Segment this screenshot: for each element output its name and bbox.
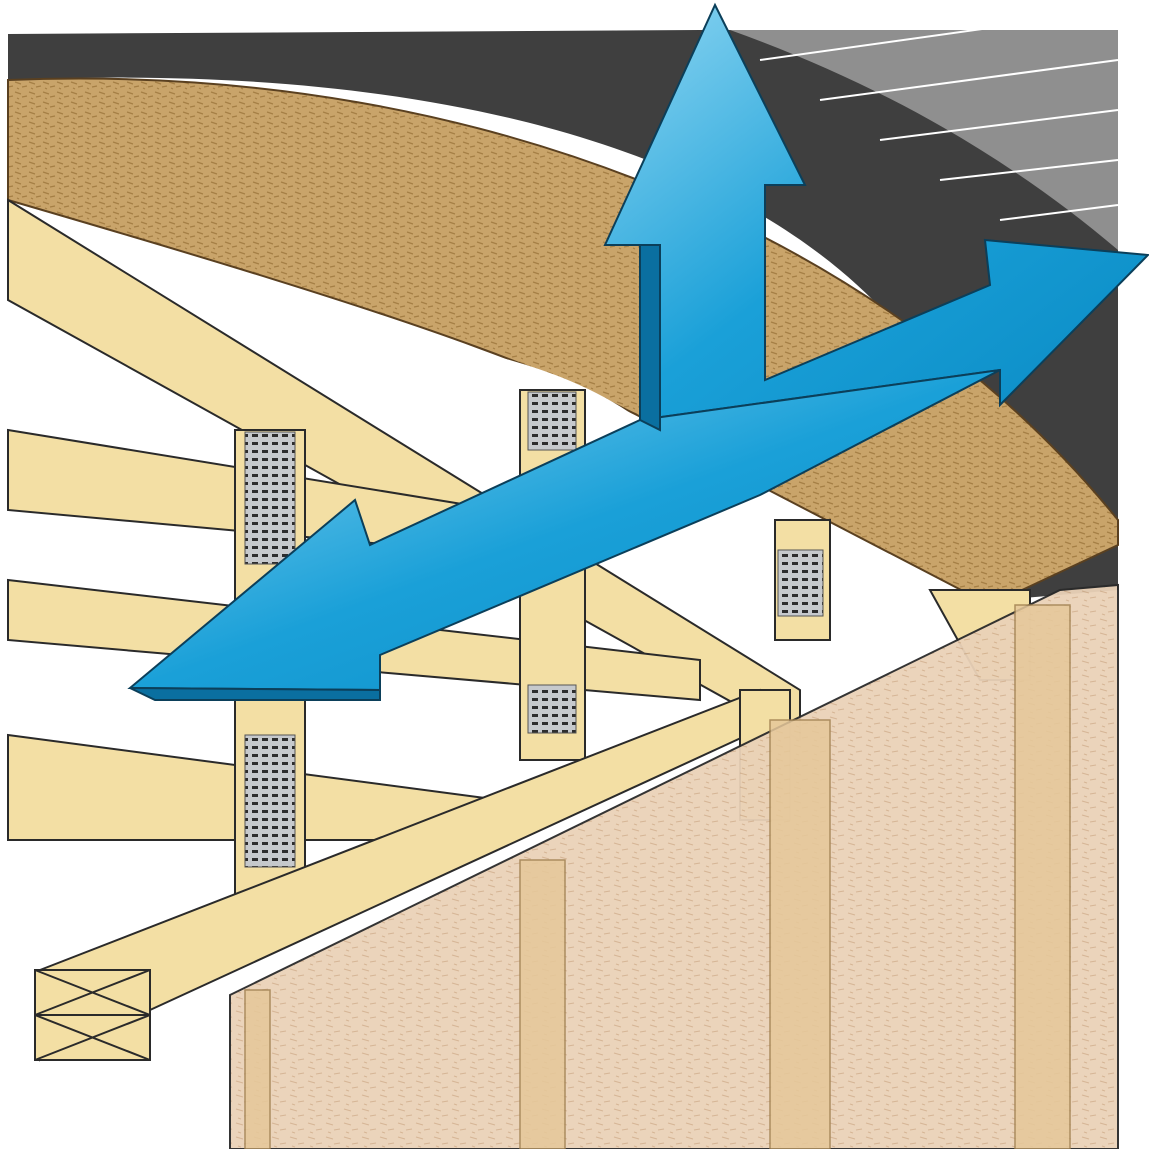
shingles [730,9,1119,250]
roof-membrane [8,30,1118,600]
gusset-plates [244,391,824,868]
wall-panel [229,583,1119,1149]
arrow-up-icon [603,2,1149,422]
airflow-arrows [127,2,1149,701]
roof-sheathing [7,77,1119,607]
wall-studs [244,604,1071,1149]
